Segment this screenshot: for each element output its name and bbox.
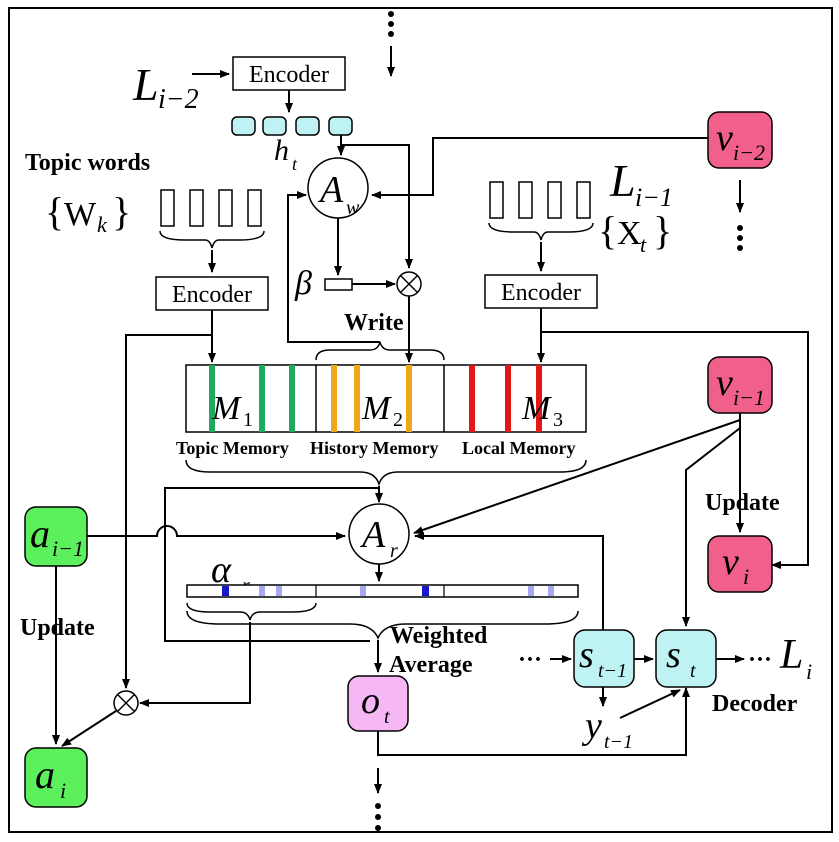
a-i-sub: i — [60, 778, 66, 803]
weighted-average-brace — [186, 610, 579, 640]
memory-read-brace — [185, 459, 587, 487]
update-right-label: Update — [705, 490, 780, 516]
decoder-label: Decoder — [712, 691, 798, 717]
v-prev2-label: v — [716, 117, 733, 159]
M1-label: M — [211, 390, 242, 427]
M3-label: M — [521, 390, 552, 427]
topic-memory-label: Topic Memory — [176, 438, 289, 458]
wk-sub: k — [97, 212, 108, 237]
a-i-node — [24, 747, 88, 808]
average-label: Average — [389, 652, 473, 678]
xt-brace-close: } — [653, 208, 672, 253]
weighted-label: Weighted — [390, 623, 488, 649]
outer-frame — [8, 7, 833, 833]
encoder-right-box — [484, 274, 598, 309]
hidden-states — [231, 116, 353, 136]
M3-sub: 3 — [553, 409, 563, 431]
o-t-sub: t — [384, 706, 390, 728]
M1-sub: 1 — [243, 409, 253, 431]
update-left-label: Update — [20, 615, 95, 641]
v-i-label: v — [722, 541, 739, 583]
v-prev2-node — [707, 111, 773, 169]
alpha-topic-brace — [186, 602, 317, 621]
write-label: Write — [344, 310, 404, 336]
arrow-vprev1-st — [682, 427, 741, 627]
encoder-top-label: Encoder — [249, 62, 329, 88]
history-memory-label: History Memory — [310, 438, 438, 458]
arrow-hidden-multiply — [341, 144, 413, 269]
wk-W: W — [64, 196, 97, 233]
arrow-ot-st — [377, 687, 690, 756]
arrow-aprev-Ar — [87, 525, 346, 540]
encoder-right-label: Encoder — [501, 280, 581, 306]
v-prev1-label: v — [716, 362, 733, 404]
o-t-label: o — [361, 680, 380, 722]
arrow-memory-Aw — [287, 191, 380, 343]
wk-brace-open: { — [45, 189, 64, 234]
arrow-vprev2-Aw — [371, 137, 708, 199]
encoder-left-box — [155, 276, 269, 311]
s-t-sub: t — [690, 660, 696, 682]
a-prev-sub: i−1 — [52, 536, 84, 561]
xt-X: X — [617, 215, 642, 252]
y-prev-label: y — [581, 705, 602, 747]
arrow-encoder-vi — [541, 331, 809, 569]
s-t-node — [655, 629, 717, 688]
A-w-label: A — [317, 169, 344, 211]
topic-words-label: Topic words — [25, 150, 150, 176]
attention-bar — [186, 584, 579, 598]
local-memory-label: Local Memory — [462, 438, 575, 458]
xt-brace-open: { — [598, 208, 617, 253]
wk-brace-close: } — [112, 189, 131, 234]
A-r-sub: r — [390, 540, 398, 562]
write-brace — [315, 341, 445, 361]
M2-sub: 2 — [393, 409, 403, 431]
beta-label: β — [294, 265, 312, 302]
v-prev2-sub: i−2 — [733, 140, 765, 165]
L-prev1-sub: i−1 — [635, 183, 673, 212]
a-i-label: a — [35, 752, 55, 797]
L-i-sub: i — [806, 659, 812, 684]
alpha-label: α — [211, 549, 232, 591]
line-memory-weighted — [164, 487, 379, 642]
write-multiply-node — [396, 271, 422, 297]
beta-box — [324, 278, 353, 291]
A-r-label: A — [359, 514, 386, 556]
v-prev1-sub: i−1 — [733, 385, 765, 410]
M2-label: M — [361, 390, 392, 427]
h-t-sub: t — [292, 154, 298, 174]
ellipsis-left: ··· — [518, 647, 542, 673]
a-prev-label: a — [30, 511, 50, 556]
h-t-label: h — [274, 134, 289, 167]
update-multiply-node — [113, 690, 139, 716]
L-prev2-label: L — [132, 59, 159, 110]
arrow-sprev-Ar — [414, 532, 604, 630]
bottom-dots — [374, 768, 382, 831]
s-prev-label: s — [579, 634, 594, 676]
v-i-sub: i — [743, 564, 749, 589]
arrow-alpha-multiply — [139, 622, 251, 707]
xt-sub: t — [640, 232, 647, 257]
arrow-vprev1-Ar — [413, 419, 741, 534]
topic-word-slots — [159, 189, 265, 249]
arrow-y-st — [619, 689, 681, 719]
top-dots — [387, 11, 395, 77]
L-prev2-sub: i−2 — [158, 84, 199, 115]
s-t-label: s — [666, 634, 681, 676]
L-i-label: L — [779, 632, 803, 678]
encoder-top-box — [232, 56, 346, 91]
encoder-left-label: Encoder — [172, 282, 252, 308]
v-i-node — [707, 535, 773, 593]
right-dots — [736, 180, 744, 251]
y-prev-sub: t−1 — [604, 731, 633, 753]
arrow-multiply-ai — [61, 710, 117, 747]
ellipsis-right: ··· — [748, 647, 772, 673]
A-w-sub: w — [346, 197, 360, 219]
local-word-slots — [488, 181, 594, 241]
s-prev-sub: t−1 — [598, 660, 627, 682]
memory-block — [185, 364, 587, 433]
L-prev1-label: L — [609, 155, 636, 206]
